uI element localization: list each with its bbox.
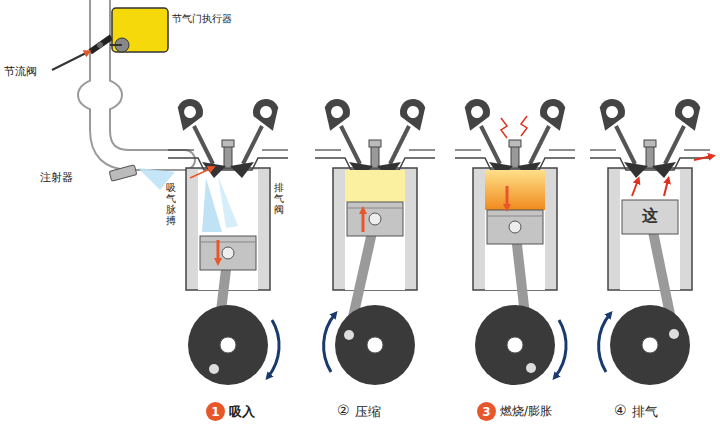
cylinder-exhaust (590, 95, 712, 385)
throttle-actuator (110, 8, 168, 52)
stroke-label: 排气 (632, 403, 658, 421)
cylinder-compression-circle (344, 330, 354, 340)
cylinder-combustion-line (487, 216, 543, 217)
stroke-label: 燃烧/膨胀 (500, 403, 552, 420)
cylinder-intake-line (217, 240, 220, 262)
cylinder-combustion (455, 95, 575, 385)
cylinder-combustion-circle (507, 337, 523, 353)
throttle-plate-circle (97, 42, 103, 48)
cylinder-exhaust-line (664, 180, 668, 196)
stroke-label: ④ (614, 402, 627, 418)
cylinder-intake-circle (209, 364, 219, 374)
cylinder-exhaust-use (590, 95, 710, 290)
cylinder-intake-rect (200, 236, 256, 270)
cylinder-compression-line (347, 208, 403, 209)
cylinder-exhaust-circle (669, 329, 679, 339)
cylinder-compression-path (324, 314, 335, 372)
piston-mark: 这 (642, 206, 658, 227)
cylinder-intake-circle (222, 247, 234, 259)
cylinder-combustion-line (506, 186, 509, 208)
throttle-plate (52, 35, 113, 70)
cylinder-compression (315, 95, 435, 385)
cylinder-exhaust-rect (622, 200, 678, 234)
stroke-label: 吸入 (229, 403, 255, 421)
part-label: 吸气脉搏 (166, 182, 176, 226)
cylinder-intake-polygon (202, 178, 222, 232)
stroke-label: 压缩 (355, 403, 381, 421)
cylinder-intake-polygon (218, 176, 238, 228)
part-label: 排气阀 (274, 182, 284, 215)
cylinder-compression-circle (335, 305, 415, 385)
cylinder-compression-line (362, 210, 365, 232)
cylinder-intake-circle (188, 305, 268, 385)
throttle-actuator-line (110, 44, 122, 46)
cylinder-intake-use (168, 95, 288, 290)
cylinder-intake-line (200, 242, 256, 243)
intake-pipe (78, 0, 185, 160)
cylinder-exhaust-line (694, 156, 712, 160)
cylinder-compression-rect (347, 202, 403, 236)
cylinder-intake (168, 95, 288, 385)
cylinder-combustion-polyline (521, 116, 527, 136)
cylinder-exhaust-circle (610, 305, 690, 385)
cylinder-combustion-circle (475, 305, 555, 385)
intake-pipe-ellipse (78, 79, 122, 111)
part-label: 节气门执行器 (172, 12, 232, 26)
step-number: 1 (211, 405, 219, 419)
step-number: 3 (482, 405, 490, 419)
step-number-circle: 1 (206, 402, 225, 421)
cylinder-combustion-path (555, 320, 566, 377)
cylinder-combustion-polyline (501, 118, 507, 138)
cylinder-combustion-rect (485, 170, 545, 210)
throttle-plate-line (52, 52, 88, 70)
cylinder-combustion-rect (487, 210, 543, 244)
cylinder-combustion-circle (509, 221, 521, 233)
cylinder-intake-line (190, 168, 212, 178)
cylinder-compression-rect (345, 170, 405, 202)
intake-pipe-ellipse (80, 81, 120, 109)
injector-rect (109, 165, 137, 181)
stroke-label: ② (337, 402, 350, 418)
throttle-plate-rect (88, 35, 113, 55)
cylinder-compression-circle (369, 213, 381, 225)
cylinder-exhaust-path (599, 314, 610, 372)
part-label: 注射器 (40, 170, 73, 185)
cylinder-exhaust-circle (642, 337, 658, 353)
cylinder-intake-path (268, 320, 279, 377)
part-label: 节流阀 (4, 64, 37, 79)
cylinder-compression-use (315, 95, 435, 290)
cylinder-intake-circle (220, 337, 236, 353)
cylinder-combustion-circle (526, 363, 536, 373)
cylinder-compression-circle (367, 337, 383, 353)
cylinder-exhaust-line (632, 180, 638, 196)
injector (109, 165, 175, 190)
step-number-circle: 3 (477, 402, 496, 421)
